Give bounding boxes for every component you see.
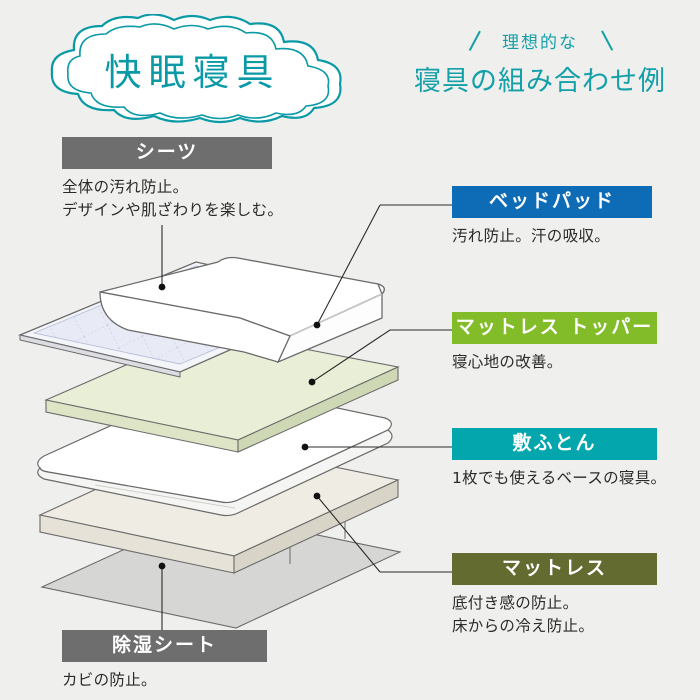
desc-sheet: 全体の汚れ防止。 デザインや肌ざわりを楽しむ。 [62, 177, 284, 220]
chip-mattress: マットレス [452, 553, 657, 585]
chip-futon: 敷ふとん [452, 428, 657, 460]
desc-bed-pad: 汚れ防止。汗の吸収。 [452, 226, 611, 245]
leader-lines [161, 204, 452, 630]
callout-bed-pad: ベッドパッド 汚れ防止。汗の吸収。 [452, 186, 700, 248]
layer-mattress-topper [44, 329, 400, 453]
chip-mattress-topper: マットレス トッパー [452, 312, 657, 344]
desc-futon: 1枚でも使えるベースの寝具。 [452, 468, 667, 487]
chip-sheet: シーツ [62, 137, 272, 169]
heading-sub-row: 理想的な [390, 28, 690, 53]
leader-dots [158, 283, 321, 570]
layer-sheet [99, 256, 385, 364]
cloud-title-text: 快眠寝具 [104, 51, 281, 94]
heading-sub-text: 理想的な [502, 33, 578, 53]
callout-futon: 敷ふとん 1枚でも使えるベースの寝具。 [452, 428, 700, 490]
callout-dehumidifier-sheet: 除湿シート カビの防止。 [62, 630, 322, 692]
desc-mattress-topper: 寝心地の改善。 [452, 352, 563, 371]
desc-mattress: 底付き感の防止。 床からの冷え防止。 [452, 593, 595, 636]
cloud-outline-icon [50, 13, 342, 124]
page-heading: 理想的な 寝具の組み合わせ例 [390, 28, 690, 98]
callout-mattress-topper: マットレス トッパー 寝心地の改善。 [452, 312, 700, 374]
desc-dehumidifier-sheet: カビの防止。 [62, 670, 157, 689]
slash-left-icon [466, 30, 492, 51]
heading-main-text: 寝具の組み合わせ例 [414, 66, 666, 97]
callout-mattress: マットレス 底付き感の防止。 床からの冷え防止。 [452, 553, 700, 638]
callout-sheet: シーツ 全体の汚れ防止。 デザインや肌ざわりを楽しむ。 [62, 137, 322, 222]
chip-bed-pad: ベッドパッド [452, 186, 652, 218]
chip-dehumidifier-sheet: 除湿シート [62, 630, 267, 662]
cloud-title-banner: 快眠寝具 [14, 13, 364, 124]
slash-right-icon [588, 30, 614, 51]
